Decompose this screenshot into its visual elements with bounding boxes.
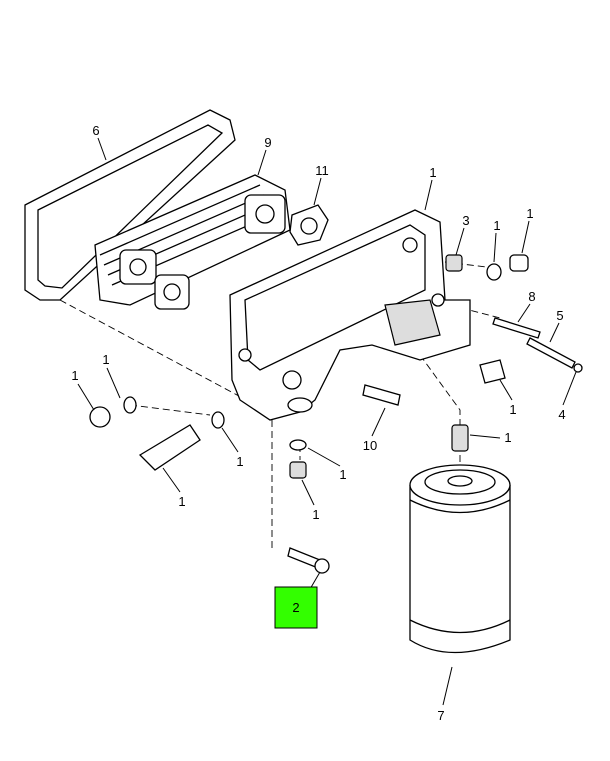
stud-8 <box>492 317 541 339</box>
filter-housing <box>229 209 471 421</box>
leader-lines <box>77 137 577 706</box>
washer-mid <box>211 411 225 429</box>
callout-11[interactable]: 11 <box>315 163 329 178</box>
plug-1-large <box>138 424 201 471</box>
oil-filter <box>409 464 511 654</box>
bolt-4 <box>573 363 583 373</box>
callout-1[interactable]: 1 <box>509 402 516 417</box>
callout-3[interactable]: 3 <box>462 213 469 228</box>
callout-1[interactable]: 1 <box>526 206 533 221</box>
bolt-10 <box>362 384 401 406</box>
callout-7[interactable]: 7 <box>437 708 444 723</box>
washer <box>486 263 502 281</box>
callout-2[interactable]: 2 <box>292 600 299 615</box>
small-gasket <box>289 204 329 246</box>
callout-1[interactable]: 1 <box>504 430 511 445</box>
callout-8[interactable]: 8 <box>528 289 535 304</box>
alignment-lines <box>59 261 501 550</box>
washer-left <box>123 396 137 414</box>
gasket <box>24 109 236 301</box>
callout-1[interactable]: 1 <box>71 368 78 383</box>
pin-5 <box>526 337 576 369</box>
callout-1[interactable]: 1 <box>178 494 185 509</box>
callout-1[interactable]: 1 <box>312 507 319 522</box>
callout-5[interactable]: 5 <box>556 308 563 323</box>
small-parts <box>89 254 583 574</box>
plug-3 <box>445 254 463 272</box>
oil-cooler <box>94 174 291 310</box>
callout-1[interactable]: 1 <box>339 467 346 482</box>
callout-1[interactable]: 1 <box>102 352 109 367</box>
callout-6[interactable]: 6 <box>92 123 99 138</box>
plug-lower <box>289 461 307 479</box>
washer-lower <box>289 439 307 451</box>
callout-labels: 6 9 11 1 3 1 1 8 5 4 1 1 1 10 1 1 1 1 1 … <box>71 123 565 723</box>
callout-1[interactable]: 1 <box>429 165 436 180</box>
callout-1[interactable]: 1 <box>236 454 243 469</box>
plug-1-left <box>89 406 111 428</box>
plug-1 <box>479 359 506 384</box>
plug <box>509 254 529 272</box>
callout-10[interactable]: 10 <box>363 438 377 453</box>
callout-4[interactable]: 4 <box>558 407 565 422</box>
callout-1[interactable]: 1 <box>493 218 500 233</box>
nipple <box>451 424 469 452</box>
callout-9[interactable]: 9 <box>264 135 271 150</box>
highlight-box[interactable] <box>274 586 318 629</box>
